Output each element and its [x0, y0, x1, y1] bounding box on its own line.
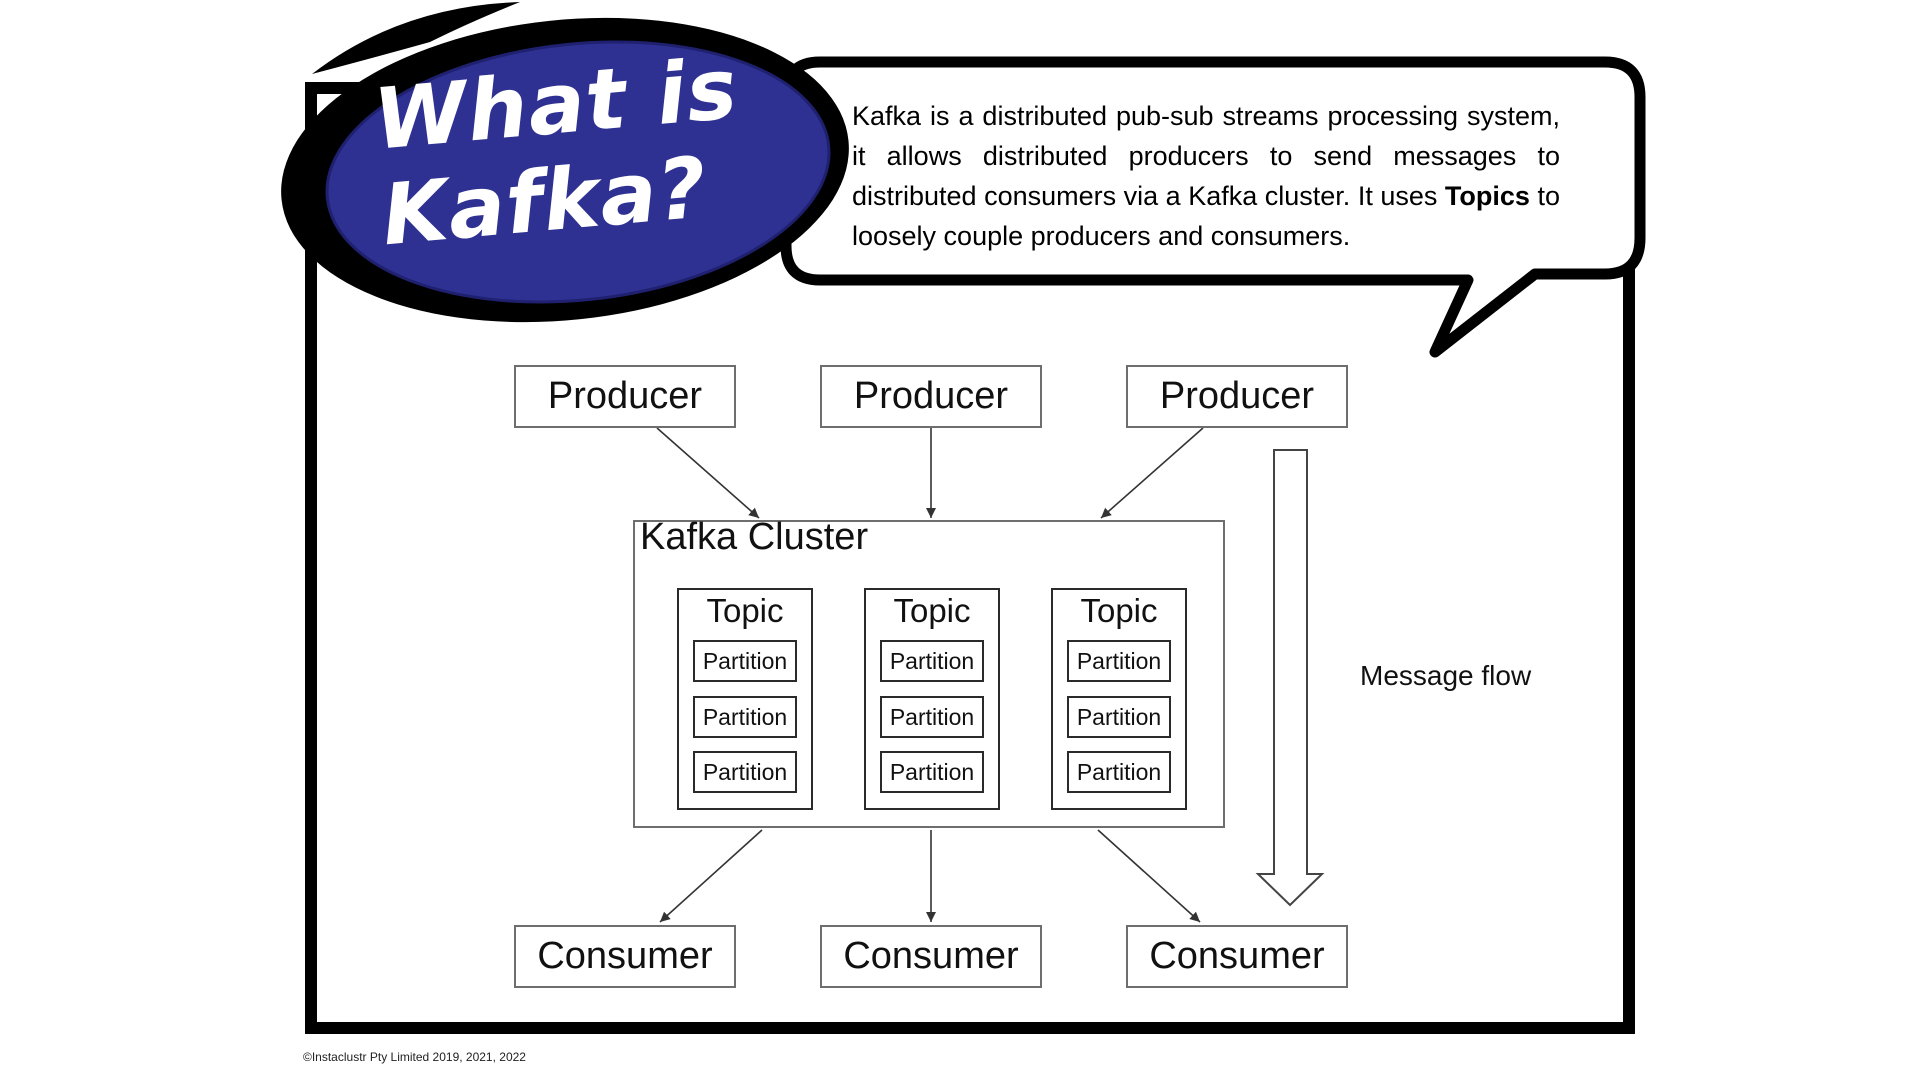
topic-label: Topic	[893, 592, 971, 629]
partition-box: Partition	[1067, 751, 1171, 793]
page-title: What is Kafka?	[370, 39, 750, 264]
partition-box: Partition	[880, 696, 984, 738]
copyright-notice: ©Instaclustr Pty Limited 2019, 2021, 202…	[303, 1050, 526, 1064]
producer-box: Producer	[1126, 365, 1348, 428]
message-flow-arrow	[1255, 449, 1325, 907]
partition-box: Partition	[693, 696, 797, 738]
partition-box: Partition	[693, 640, 797, 682]
producer-box: Producer	[514, 365, 736, 428]
arrow-producer3-cluster	[1100, 427, 1204, 519]
topic-box: Topic Partition Partition Partition	[864, 588, 1000, 810]
flow-arrows	[656, 427, 1204, 923]
topic-box: Topic Partition Partition Partition	[677, 588, 813, 810]
topic-box: Topic Partition Partition Partition	[1051, 588, 1187, 810]
topic-label: Topic	[1080, 592, 1158, 629]
consumer-box: Consumer	[514, 925, 736, 988]
partition-box: Partition	[693, 751, 797, 793]
description-bold-topics: Topics	[1444, 181, 1530, 211]
description-part-1: Kafka is a distributed pub-sub streams p…	[852, 101, 1560, 211]
arrow-cluster-consumer3	[1097, 829, 1201, 923]
kafka-cluster-label: Kafka Cluster	[640, 516, 869, 558]
consumer-box: Consumer	[820, 925, 1042, 988]
arrow-cluster-consumer1	[659, 829, 763, 923]
topic-label: Topic	[706, 592, 784, 629]
partition-box: Partition	[880, 640, 984, 682]
title-blob	[327, 42, 829, 302]
arrow-producer1-cluster	[656, 427, 760, 519]
partition-box: Partition	[1067, 640, 1171, 682]
partition-box: Partition	[1067, 696, 1171, 738]
message-flow-label: Message flow	[1360, 660, 1532, 691]
title-swoosh	[312, 2, 520, 74]
partition-box: Partition	[880, 751, 984, 793]
description-part-2: to loosely couple producers and consumer…	[852, 181, 1560, 251]
consumer-box: Consumer	[1126, 925, 1348, 988]
description-text: Kafka is a distributed pub-sub streams p…	[852, 96, 1560, 256]
producer-box: Producer	[820, 365, 1042, 428]
